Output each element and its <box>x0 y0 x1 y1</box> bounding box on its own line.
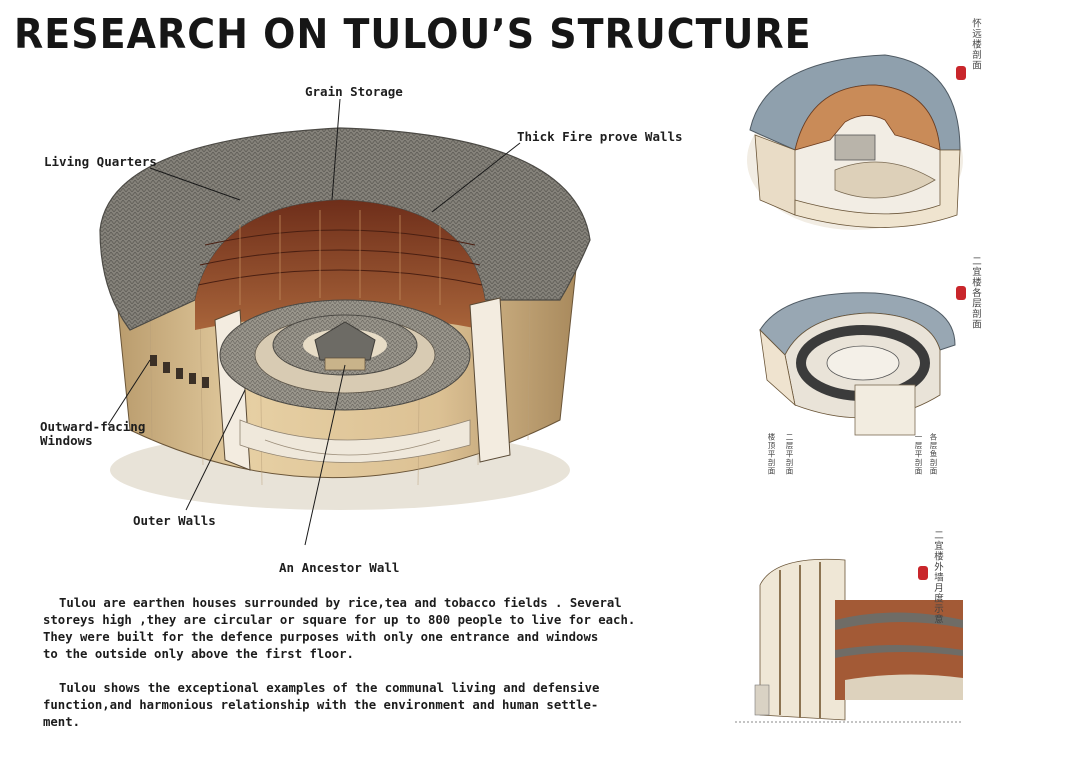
tulou-cutaway-illustration <box>99 98 591 546</box>
side-illustration-bottom <box>735 558 963 723</box>
label-outer-walls: Outer Walls <box>133 513 216 528</box>
label-ancestor-wall: An Ancestor Wall <box>279 560 400 575</box>
side-sub-caption: 一层平剖面 <box>914 433 923 476</box>
para1-line: They were built for the defence purposes… <box>43 630 599 644</box>
side-caption-middle: 二宜楼各层剖面 <box>970 256 981 330</box>
description-para-1: Tulou are earthen houses surrounded by r… <box>43 595 683 663</box>
page-title: RESEARCH ON TULOU’S STRUCTURE <box>14 10 812 58</box>
side-sub-caption: 二层平剖面 <box>785 433 794 476</box>
cut-section-right <box>469 297 511 463</box>
para2-line: Tulou shows the exceptional examples of … <box>59 681 600 695</box>
para2-line: function,and harmonious relationship wit… <box>43 698 599 712</box>
label-living-quarters: Living Quarters <box>44 154 157 169</box>
para1-line: to the outside only above the first floo… <box>43 647 354 661</box>
side-sub-caption: 各层鱼剖面 <box>929 433 938 476</box>
side-sub-caption: 楼顶平剖面 <box>767 433 776 476</box>
side-illustration-middle <box>759 292 956 436</box>
side-caption-bottom: 二宜楼外墙月度示意 <box>932 530 943 625</box>
para1-line: storeys high ,they are circular or squar… <box>43 613 636 627</box>
ancestral-hall <box>314 321 376 361</box>
inner-courtyard-wall <box>195 200 485 330</box>
red-seal-stamp <box>956 286 966 300</box>
label-outward-windows-line1: Outward-facing <box>40 419 146 434</box>
label-thick-fire-walls: Thick Fire prove Walls <box>517 129 683 144</box>
para2-line: ment. <box>43 715 81 729</box>
leader-lines <box>107 98 521 546</box>
description-para-2: Tulou shows the exceptional examples of … <box>43 680 683 731</box>
label-grain-storage: Grain Storage <box>305 84 403 99</box>
ground-floor <box>239 419 471 463</box>
side-illustration-top <box>747 54 963 230</box>
para1-line: Tulou are earthen houses surrounded by r… <box>59 596 622 610</box>
label-outward-windows: Outward-facing Windows <box>40 420 145 448</box>
outward-windows <box>150 355 209 388</box>
label-outward-windows-line2: Windows <box>40 433 93 448</box>
red-seal-stamp <box>918 566 928 580</box>
red-seal-stamp <box>956 66 966 80</box>
side-caption-top: 怀远楼剖面 <box>970 18 981 71</box>
